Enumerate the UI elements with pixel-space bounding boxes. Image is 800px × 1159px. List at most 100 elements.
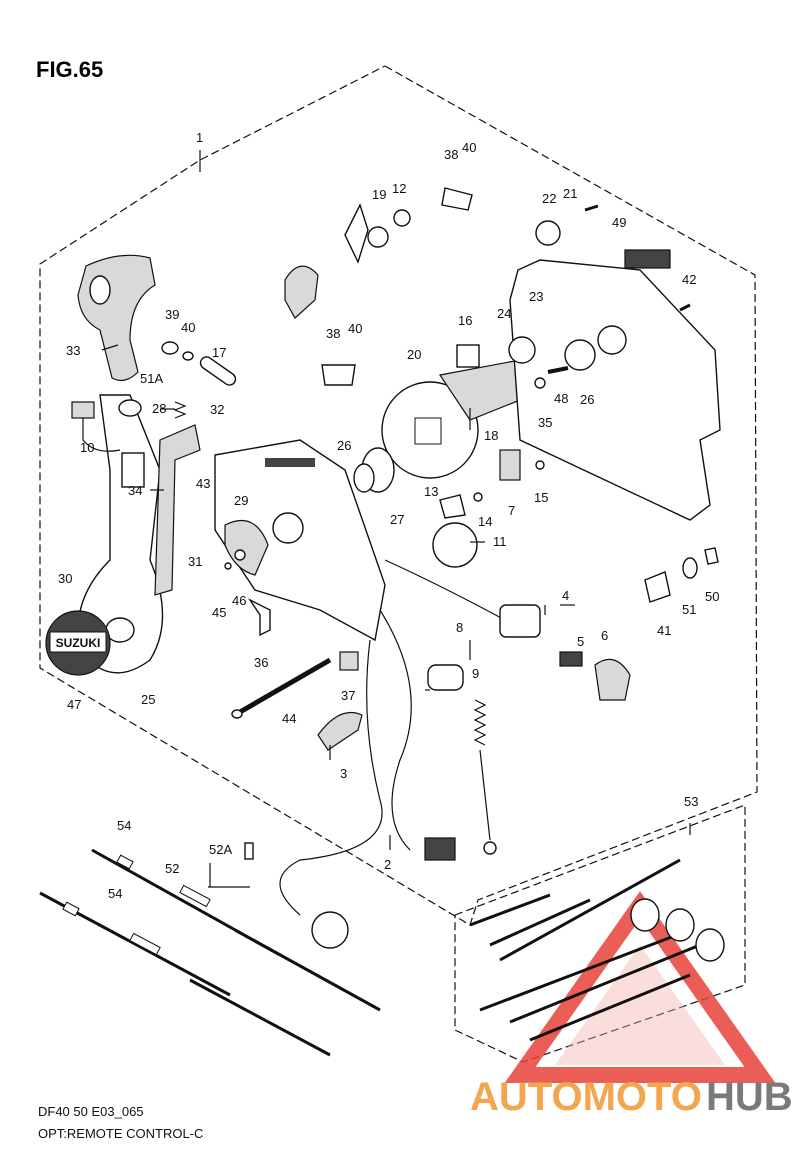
part-54-cable-lower	[39, 891, 331, 1057]
part-6-knob	[594, 658, 631, 701]
label-part-25: 25	[141, 692, 155, 707]
label-part-35: 35	[538, 415, 552, 430]
part-2-socket	[311, 911, 349, 949]
part-29-gear	[224, 520, 269, 576]
label-part-54-upper: 54	[117, 818, 131, 833]
part-50-nut	[704, 547, 719, 565]
part-34-bracket	[121, 452, 145, 488]
part-53-kit-ties	[469, 858, 701, 1042]
part-26-washer-left	[353, 463, 375, 493]
part-37-clip	[339, 651, 359, 671]
label-part-52: 52	[165, 861, 179, 876]
part-33-hole	[89, 275, 111, 305]
part-42-screw	[679, 303, 691, 312]
part-46-washer	[234, 549, 246, 561]
part-45-screw	[224, 562, 232, 570]
label-part-29: 29	[234, 493, 248, 508]
label-part-47: 47	[67, 697, 81, 712]
part-53-kit-spacers	[630, 898, 725, 962]
label-part-13: 13	[424, 484, 438, 499]
part-36-clip	[247, 598, 271, 637]
housing-bearing	[272, 512, 304, 544]
label-part-46: 46	[232, 593, 246, 608]
label-part-11: 11	[493, 534, 507, 549]
label-part-5: 5	[577, 634, 584, 649]
watermark-logo	[504, 891, 776, 1083]
part-49-screw	[584, 204, 599, 212]
label-part-49: 49	[612, 215, 626, 230]
part-22-ring	[535, 220, 561, 246]
part-41-spacer	[644, 571, 671, 603]
part-14-screw	[473, 492, 483, 502]
part-21-tab	[624, 249, 671, 269]
label-part-12: 12	[392, 181, 406, 196]
label-part-4: 4	[562, 588, 569, 603]
figure-title: FIG.65	[36, 57, 103, 82]
label-part-50: 50	[705, 589, 719, 604]
part-44-bolt	[238, 657, 332, 715]
label-part-32: 32	[210, 402, 224, 417]
part-44-head	[231, 709, 243, 719]
leader-lines	[101, 150, 691, 888]
label-part-30: 30	[58, 571, 72, 586]
part-number-labels: 1 2 3 4 5 6 7 8 9 10 11 12 13 14 15 16 1…	[58, 130, 719, 901]
part-24-gear	[508, 336, 536, 364]
label-part-39: 39	[165, 307, 179, 322]
label-part-51A: 51A	[140, 371, 163, 386]
plate-boss	[597, 325, 627, 355]
label-part-14: 14	[478, 514, 492, 529]
watermark-triangle	[504, 891, 776, 1083]
part-16-bushing	[456, 344, 480, 368]
label-part-27: 27	[390, 512, 404, 527]
label-part-38-mid: 38	[326, 326, 340, 341]
part-4-key-switch	[499, 604, 541, 638]
label-part-53: 53	[684, 794, 698, 809]
part-38-bracket-mid	[321, 364, 356, 386]
part-33-grip	[77, 254, 156, 382]
part-9-clip	[483, 841, 497, 855]
label-part-16: 16	[458, 313, 472, 328]
label-part-40-left: 40	[181, 320, 195, 335]
label-part-22: 22	[542, 191, 556, 206]
part-51A-washer	[118, 399, 142, 417]
part-51-washer	[682, 557, 698, 579]
label-part-23: 23	[529, 289, 543, 304]
watermark-text-hub: HUB	[706, 1075, 793, 1119]
label-part-28: 28	[152, 401, 166, 416]
suzuki-badge-text: SUZUKI	[56, 636, 101, 650]
label-part-17: 17	[212, 345, 226, 360]
label-part-6: 6	[601, 628, 608, 643]
label-part-20: 20	[407, 347, 421, 362]
label-part-10: 10	[80, 440, 94, 455]
part-20-square	[414, 417, 442, 445]
label-part-2: 2	[384, 857, 391, 872]
part-11-buzzer	[432, 522, 478, 568]
label-part-43: 43	[196, 476, 210, 491]
label-part-18: 18	[484, 428, 498, 443]
part-10-switch	[71, 401, 95, 419]
label-part-42: 42	[682, 272, 696, 287]
label-part-44: 44	[282, 711, 296, 726]
label-part-52A: 52A	[209, 842, 232, 857]
label-part-40-top: 40	[462, 140, 476, 155]
housing-label-plate	[265, 458, 315, 467]
part-40-clip	[182, 351, 194, 361]
label-part-7: 7	[508, 503, 515, 518]
part-7-switch	[499, 449, 521, 481]
label-part-21: 21	[563, 186, 577, 201]
diagram-caption: OPT:REMOTE CONTROL-C	[38, 1126, 203, 1141]
label-part-8: 8	[456, 620, 463, 635]
label-part-34: 34	[128, 483, 142, 498]
part-38-link-upper	[344, 203, 369, 264]
label-part-26-left: 26	[337, 438, 351, 453]
part-13-plate	[439, 494, 466, 519]
label-part-48: 48	[554, 391, 568, 406]
label-part-3: 3	[340, 766, 347, 781]
label-part-9: 9	[472, 666, 479, 681]
part-35-washer	[534, 377, 546, 389]
part-26-washer-right	[564, 339, 596, 371]
label-part-54-lower: 54	[108, 886, 122, 901]
part-52A-fuse	[244, 842, 254, 860]
part-32-spring	[173, 401, 187, 419]
